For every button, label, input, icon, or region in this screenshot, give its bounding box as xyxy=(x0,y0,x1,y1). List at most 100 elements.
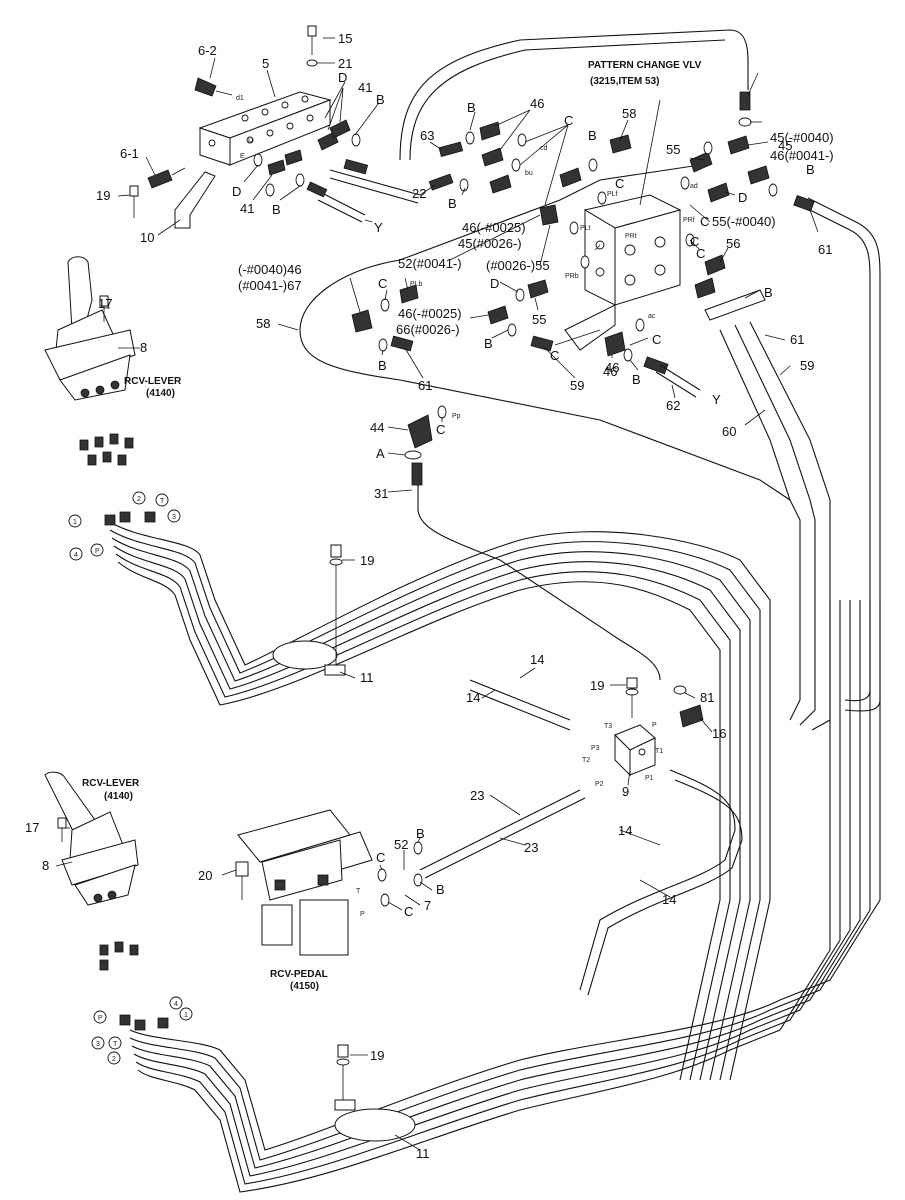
svg-text:2: 2 xyxy=(112,1056,116,1063)
svg-text:P: P xyxy=(95,548,100,555)
hose-22 xyxy=(329,159,454,204)
callout: 19 xyxy=(590,678,604,693)
port-mark: P3 xyxy=(591,745,600,752)
callout: 6-2 xyxy=(198,43,217,58)
switch-6-2 xyxy=(194,77,233,97)
port-circle: 1 xyxy=(179,1007,193,1021)
switch-6-1 xyxy=(147,167,186,189)
callout: 7 xyxy=(424,898,431,913)
rcv-lever-top xyxy=(44,256,136,401)
port-mark: T3 xyxy=(604,723,612,730)
callout: 17 xyxy=(25,820,39,835)
port-mark: cd xyxy=(540,145,548,152)
hose-bundle-right xyxy=(299,29,881,731)
port-mark: PRb xyxy=(565,273,579,280)
callout: 62 xyxy=(666,398,680,413)
port-circle: 2 xyxy=(107,1051,121,1065)
callout: 55(-#0040) xyxy=(712,214,776,229)
bolt-19-mid xyxy=(625,677,639,718)
callout: 46 xyxy=(530,96,544,111)
callout: C xyxy=(652,332,661,347)
callout: 23 xyxy=(524,840,538,855)
callout: B xyxy=(484,336,493,351)
callout: 59 xyxy=(800,358,814,373)
callout: B xyxy=(806,162,815,177)
callout: 20 xyxy=(198,868,212,883)
callout: 21 xyxy=(338,56,352,71)
port-mark: PLb xyxy=(410,281,423,288)
callout: 46 xyxy=(605,360,619,375)
caption-rcv-lever-top: RCV-LEVER xyxy=(124,376,182,387)
bolt-20 xyxy=(235,861,249,900)
port-circle: 4 xyxy=(169,996,183,1010)
callout: 19 xyxy=(370,1048,384,1063)
callout: 44 xyxy=(370,420,384,435)
callout: 14 xyxy=(662,892,676,907)
callout: 19 xyxy=(360,553,374,568)
rcv-lever-bottom-fittings xyxy=(99,941,169,1031)
bolt-17-top xyxy=(99,295,109,322)
callout: 41 xyxy=(240,201,254,216)
leader-lines xyxy=(55,37,819,1151)
callout: 19 xyxy=(96,188,110,203)
callout: B xyxy=(588,128,597,143)
callout: 46(-#0025) xyxy=(398,306,462,321)
callout: D xyxy=(490,276,499,291)
port-mark: T1 xyxy=(655,748,663,755)
caption-rcv-lever-top-no: (4140) xyxy=(146,388,175,399)
callout: 8 xyxy=(140,340,147,355)
clamp-11-lower xyxy=(334,1099,416,1142)
svg-text:T: T xyxy=(113,1041,118,1048)
port-circle: 4 xyxy=(69,547,83,561)
hose-y-left xyxy=(306,181,366,223)
callout: 66(#0026-) xyxy=(396,322,460,337)
callout: 11 xyxy=(416,1146,430,1161)
callout: 63 xyxy=(420,128,434,143)
caption-rcv-lever-bottom-no: (4140) xyxy=(104,791,133,802)
valve-title-line2: (3215,ITEM 53) xyxy=(590,76,659,87)
callout: 58 xyxy=(622,106,636,121)
callout: 17 xyxy=(98,296,112,311)
port-circle: 2 xyxy=(132,491,146,505)
callout: B xyxy=(416,826,425,841)
svg-text:3: 3 xyxy=(172,514,176,521)
callout: B xyxy=(448,196,457,211)
callout: 14 xyxy=(618,823,632,838)
port-mark: ad xyxy=(690,183,698,190)
port-mark: PLf xyxy=(607,191,618,198)
callout: 46(#0041-) xyxy=(770,148,834,163)
port-mark: P2 xyxy=(595,781,604,788)
svg-text:T: T xyxy=(160,498,165,505)
svg-text:4: 4 xyxy=(174,1001,178,1008)
callout: 52(#0041-) xyxy=(398,256,462,271)
callout: A xyxy=(376,446,385,461)
callout: 9 xyxy=(622,784,629,799)
hose-bundle-upper xyxy=(109,521,771,1081)
hose-63-left xyxy=(438,141,464,157)
callout: 55 xyxy=(666,142,680,157)
port-mark: Pp xyxy=(452,413,461,420)
fittings-right xyxy=(559,91,815,321)
port-mark: T xyxy=(356,888,361,895)
bolt-19-upper xyxy=(329,544,343,665)
callout: 14 xyxy=(466,690,480,705)
elbows-46-top xyxy=(479,121,559,226)
port-mark: E xyxy=(240,153,245,160)
callout: 31 xyxy=(374,486,388,501)
port-mark: PLt xyxy=(580,225,591,232)
callout: B xyxy=(467,100,476,115)
callout: C xyxy=(564,113,573,128)
callout: B xyxy=(272,202,281,217)
valve-title-line1: PATTERN CHANGE VLV xyxy=(588,60,702,71)
callout: C xyxy=(615,176,624,191)
callout: 14 xyxy=(530,652,544,667)
callout: 45(#0026-) xyxy=(458,236,522,251)
port-circle: T xyxy=(155,493,169,507)
callout: 22 xyxy=(412,186,426,201)
callout: B xyxy=(764,285,773,300)
callout: B xyxy=(378,358,387,373)
port-circle: T xyxy=(108,1036,122,1050)
port-circle: 3 xyxy=(91,1036,105,1050)
callout: 10 xyxy=(140,230,154,245)
